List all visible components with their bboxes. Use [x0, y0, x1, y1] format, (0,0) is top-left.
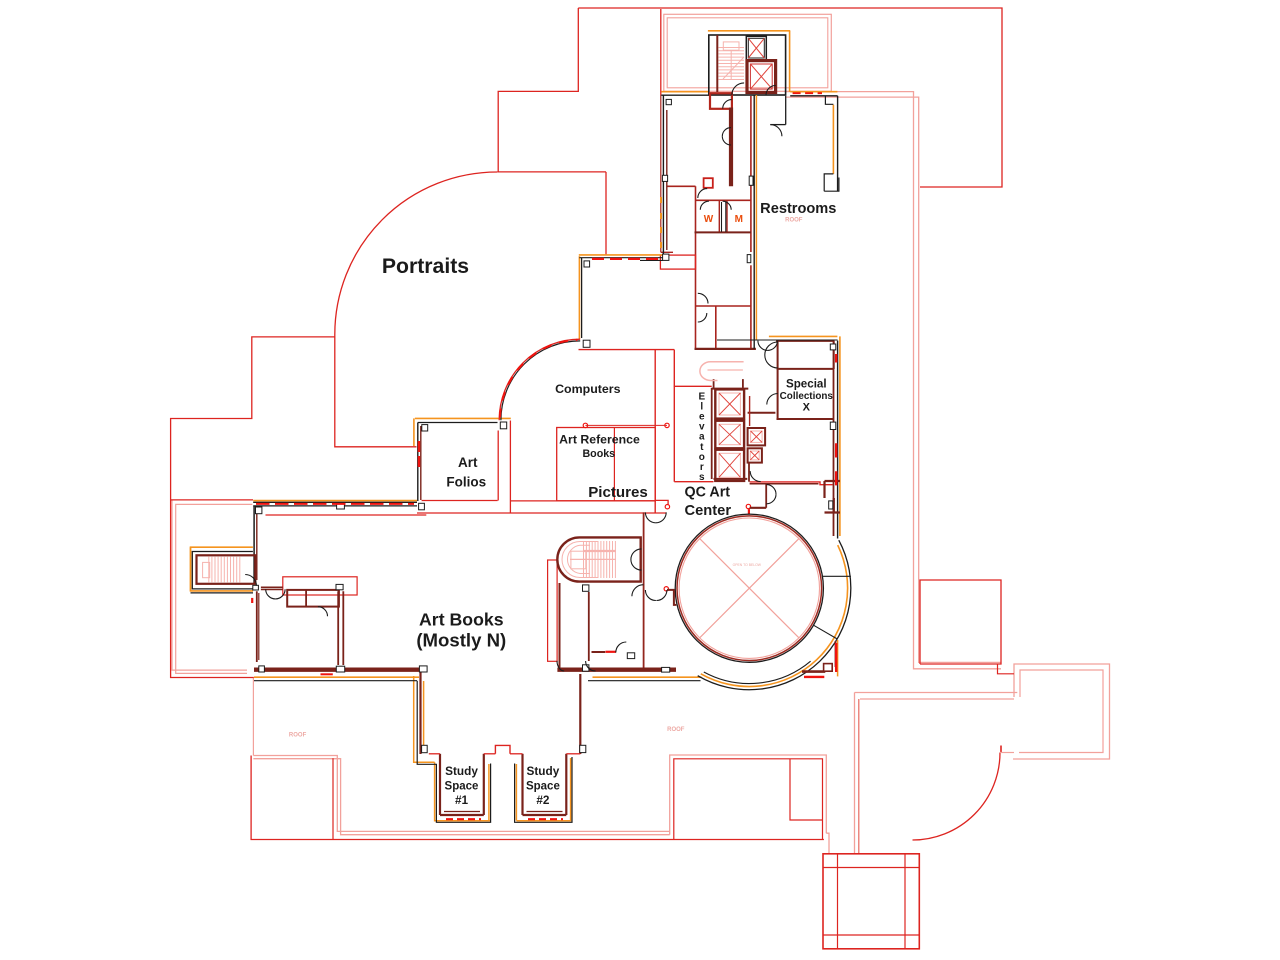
svg-text:l: l [700, 402, 703, 413]
svg-text:Art: Art [458, 455, 478, 470]
svg-text:E: E [698, 392, 705, 403]
svg-text:Collections: Collections [780, 391, 834, 402]
svg-text:Special: Special [786, 377, 827, 390]
svg-text:Art Reference: Art Reference [559, 433, 640, 447]
svg-text:Books: Books [582, 448, 615, 460]
svg-text:Portraits: Portraits [382, 255, 469, 278]
svg-text:#1: #1 [455, 793, 469, 807]
svg-text:Study: Study [445, 764, 478, 778]
svg-text:X: X [803, 401, 811, 413]
svg-text:a: a [699, 432, 705, 443]
svg-text:ROOF: ROOF [289, 733, 307, 739]
svg-text:Space: Space [526, 780, 560, 792]
svg-text:ROOF: ROOF [667, 727, 685, 733]
svg-text:Study: Study [527, 764, 560, 778]
svg-text:r: r [700, 462, 704, 473]
svg-text:W: W [704, 214, 714, 225]
svg-text:Center: Center [685, 503, 732, 519]
svg-text:Folios: Folios [446, 474, 486, 489]
svg-text:ROOF: ROOF [785, 218, 803, 224]
svg-text:Restrooms: Restrooms [760, 201, 836, 217]
svg-text:Space: Space [445, 780, 479, 792]
svg-text:s: s [699, 472, 705, 483]
svg-text:e: e [699, 412, 705, 423]
svg-text:Pictures: Pictures [588, 484, 648, 501]
svg-text:o: o [699, 452, 705, 463]
svg-text:t: t [700, 442, 704, 453]
svg-text:M: M [735, 214, 743, 225]
svg-text:Computers: Computers [555, 382, 621, 396]
svg-text:(Mostly N): (Mostly N) [416, 630, 506, 651]
svg-text:OPEN TO BELOW: OPEN TO BELOW [733, 563, 762, 567]
svg-text:#2: #2 [536, 793, 550, 807]
svg-text:QC Art: QC Art [685, 485, 731, 501]
svg-text:v: v [699, 422, 705, 433]
svg-text:Art Books: Art Books [419, 609, 504, 629]
